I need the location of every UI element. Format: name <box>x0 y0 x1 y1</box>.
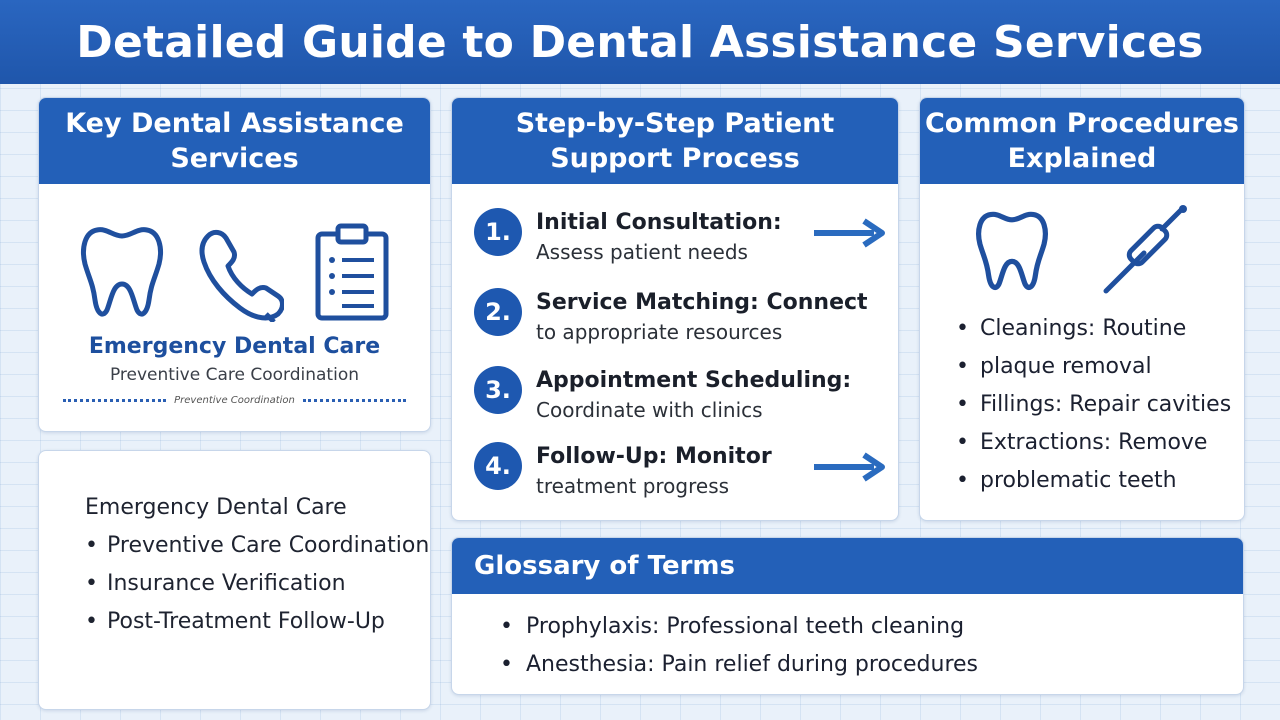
step-description: to appropriate resources <box>536 320 783 344</box>
arrow-right-icon <box>814 452 885 482</box>
bullet-icon: • <box>500 614 513 639</box>
list-item: • Insurance Verification <box>85 565 430 603</box>
dotted-line-left <box>63 399 167 402</box>
key-services-heading-line1: Key Dental Assistance <box>65 108 404 139</box>
step-description: Coordinate with clinics <box>536 398 763 422</box>
glossary-list: • Prophylaxis: Professional teeth cleanin… <box>452 594 1243 684</box>
key-services-card: Key Dental Assistance Services Emergency… <box>38 97 431 432</box>
step-text: Follow-Up: Monitor treatment progress <box>536 442 772 500</box>
steps-heading-line2: Support Process <box>550 143 800 174</box>
list-item-text: Prophylaxis: Professional teeth cleaning <box>526 614 965 639</box>
list-item-text: Anesthesia: Pain relief during procedure… <box>526 652 979 677</box>
list-item: • Preventive Care Coordination <box>85 527 430 565</box>
list-item: • Prophylaxis: Professional teeth cleanin… <box>500 608 1243 646</box>
bullet-icon: • <box>500 652 513 677</box>
step-1: 1. Initial Consultation: Assess patient … <box>474 208 782 266</box>
tooth-icon <box>975 211 1048 291</box>
step-3: 3. Appointment Scheduling: Coordinate wi… <box>474 366 851 424</box>
glossary-card: Glossary of Terms • Prophylaxis: Professi… <box>451 537 1244 695</box>
procedures-icons <box>920 205 1244 296</box>
list-item-text: Preventive Care Coordination <box>107 533 430 558</box>
list-item-text: Cleanings: Routine <box>980 316 1187 341</box>
list-item: Emergency Dental Care <box>85 495 347 520</box>
list-item: • Extractions: Remove <box>956 424 1244 462</box>
step-title: Initial Consultation: <box>536 210 782 235</box>
list-item: • plaque removal <box>956 348 1244 386</box>
step-text: Initial Consultation: Assess patient nee… <box>536 208 782 266</box>
list-item-text: Extractions: Remove <box>980 430 1208 455</box>
list-item: • Post-Treatment Follow-Up <box>85 603 430 641</box>
bullet-icon: • <box>956 392 969 417</box>
preventive-care-label: Preventive Care Coordination <box>109 365 360 385</box>
step-4: 4. Follow-Up: Monitor treatment progress <box>474 442 772 500</box>
list-item-text: Fillings: Repair cavities <box>980 392 1232 417</box>
procedures-heading-line2: Explained <box>1007 143 1157 174</box>
list-item: • Fillings: Repair cavities <box>956 386 1244 424</box>
step-description: treatment progress <box>536 474 730 498</box>
step-title: Appointment Scheduling: <box>536 368 852 393</box>
step-title: Follow-Up: Monitor <box>536 444 772 469</box>
bullet-icon: • <box>85 533 98 558</box>
step-number: 2. <box>474 288 522 336</box>
dotted-line-right <box>302 399 407 402</box>
arrow-right-icon <box>814 218 885 248</box>
dotted-divider: Preventive Coordination <box>63 395 407 406</box>
step-description: Assess patient needs <box>536 240 748 264</box>
title-banner: Detailed Guide to Dental Assistance Serv… <box>0 0 1280 84</box>
bullet-icon: • <box>956 468 969 493</box>
list-item: • Cleanings: Routine <box>956 310 1244 348</box>
list-item: • problematic teeth <box>956 462 1244 500</box>
bullet-icon: • <box>85 609 98 634</box>
procedures-heading: Common Procedures Explained <box>920 98 1244 184</box>
list-item-text: plaque removal <box>980 354 1152 379</box>
key-services-heading: Key Dental Assistance Services <box>39 98 430 184</box>
steps-heading-line1: Step-by-Step Patient <box>515 108 835 139</box>
step-text: Service Matching: Connect to appropriate… <box>536 288 868 346</box>
list-item-text: problematic teeth <box>980 468 1177 493</box>
emergency-care-label: Emergency Dental Care <box>88 334 381 359</box>
page-title: Detailed Guide to Dental Assistance Serv… <box>76 16 1204 68</box>
procedures-heading-line1: Common Procedures <box>924 108 1240 139</box>
small-caption: Preventive Coordination <box>174 395 295 406</box>
bullet-icon: • <box>956 354 969 379</box>
tooth-icon <box>80 227 163 317</box>
services-list-card: Emergency Dental Care • Preventive Care C… <box>38 450 431 710</box>
glossary-heading: Glossary of Terms <box>452 538 1243 594</box>
list-item-text: Insurance Verification <box>107 571 346 596</box>
bullet-icon: • <box>956 316 969 341</box>
steps-heading: Step-by-Step Patient Support Process <box>452 98 898 184</box>
bullet-icon: • <box>956 430 969 455</box>
services-list: Emergency Dental Care • Preventive Care C… <box>39 451 430 641</box>
procedures-card: Common Procedures Explained • Cleanings: … <box>919 97 1245 521</box>
clipboard-icon <box>315 223 389 321</box>
step-number: 1. <box>474 208 522 256</box>
key-services-heading-line2: Services <box>170 143 299 174</box>
step-2: 2. Service Matching: Connect to appropri… <box>474 288 868 346</box>
list-item-text: Post-Treatment Follow-Up <box>107 609 385 634</box>
step-text: Appointment Scheduling: Coordinate with … <box>536 366 851 424</box>
step-title: Service Matching: Connect <box>536 290 868 315</box>
list-item: • Anesthesia: Pain relief during procedur… <box>500 646 1243 684</box>
phone-icon <box>199 229 285 322</box>
key-services-icons <box>39 222 430 322</box>
procedures-list: • Cleanings: Routine • plaque removal • Fil… <box>920 296 1244 500</box>
dental-tool-icon <box>1103 205 1187 294</box>
step-number: 3. <box>474 366 522 414</box>
bullet-icon: • <box>85 571 98 596</box>
step-number: 4. <box>474 442 522 490</box>
steps-card: Step-by-Step Patient Support Process 1. … <box>451 97 899 521</box>
